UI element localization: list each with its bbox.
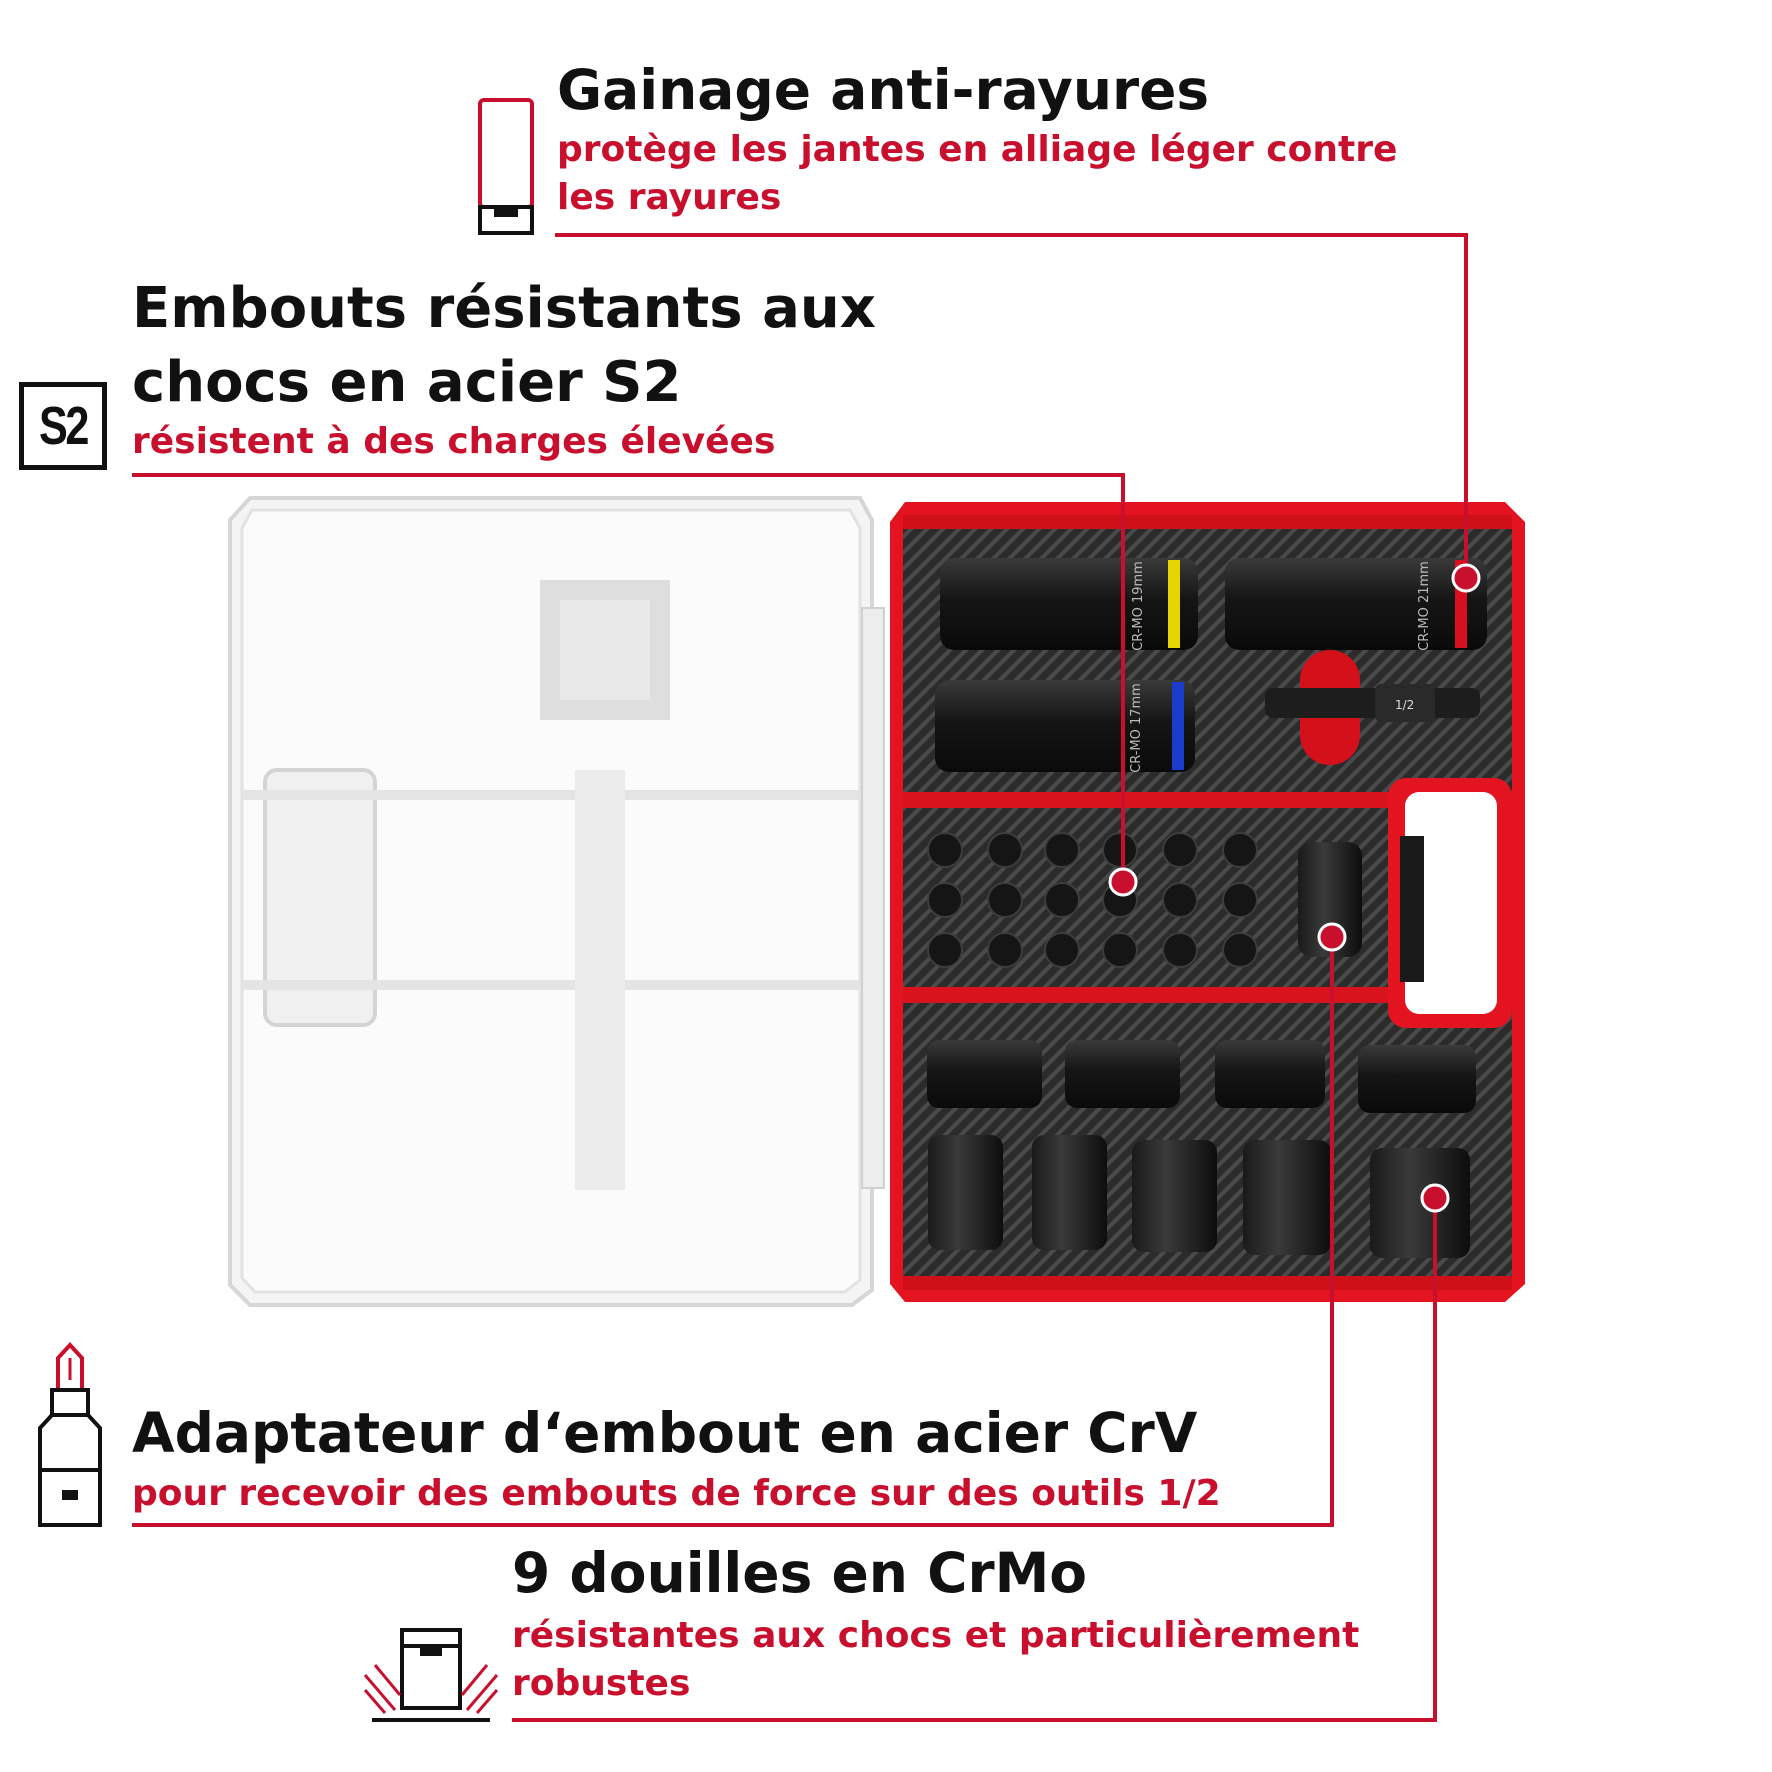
long-socket-17mm: CR-MO 17mm (935, 680, 1195, 773)
callout-dots (1108, 563, 1481, 1213)
long-socket-21mm: CR-MO 21mm (1225, 558, 1487, 651)
bit-adapter-icon (38, 1342, 102, 1527)
sleeve-socket-icon (478, 98, 534, 235)
transparent-lid (228, 496, 885, 1307)
callout-lines (132, 233, 1468, 1722)
feature-title-adapter: Adaptateur d‘embout en acier CrV (132, 1401, 1198, 1465)
long-socket-19mm: CR-MO 19mm (940, 558, 1198, 651)
feature-title-s2-bits: Embouts résistants aux chocs en acier S2 (132, 276, 876, 415)
s2-badge-text: S2 (38, 396, 89, 456)
lid-handle[interactable] (263, 768, 377, 1027)
feature-title-sockets: 9 douilles en CrMo (512, 1541, 1088, 1605)
svg-text:CR-MO 17mm: CR-MO 17mm (1129, 683, 1144, 773)
sockets-row-tall (928, 1135, 1470, 1258)
s2-badge-icon: S2 (19, 382, 107, 470)
feature-subtitle-sleeve: protège les jantes en alliage léger cont… (557, 129, 1398, 218)
bit-adapter: 1/2 (1265, 650, 1480, 765)
feature-subtitle-adapter: pour recevoir des embouts de force sur d… (132, 1473, 1221, 1514)
svg-text:1/2: 1/2 (1395, 698, 1414, 712)
impact-socket-icon (363, 1628, 499, 1722)
feature-title-sleeve: Gainage anti-rayures (557, 58, 1210, 122)
bit-holders (927, 832, 1362, 968)
svg-text:CR-MO 19mm: CR-MO 19mm (1131, 561, 1146, 651)
svg-text:CR-MO 21mm: CR-MO 21mm (1417, 561, 1432, 651)
feature-subtitle-sockets: résistantes aux chocs et particulièremen… (512, 1615, 1360, 1704)
feature-subtitle-s2-bits: résistent à des charges élevées (132, 421, 776, 462)
sockets-row-short (927, 1040, 1476, 1113)
small-adapter-socket (1298, 842, 1362, 957)
